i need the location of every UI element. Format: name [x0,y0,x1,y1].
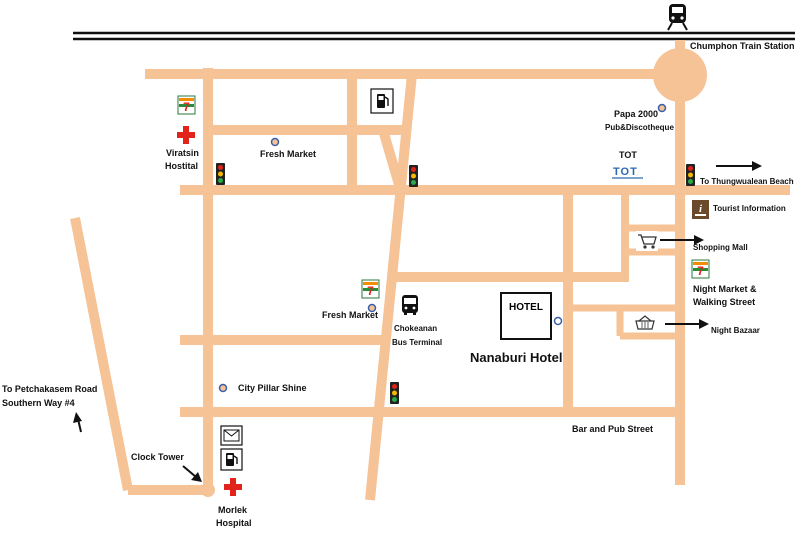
label-fresh-market-top: Fresh Market [260,149,317,159]
hotel-sign-text: HOTEL [509,302,543,313]
road-main-diagonal [365,73,417,501]
basket-icon [634,314,656,332]
label-tourist-information: Tourist Information [713,204,786,213]
arrows [73,161,762,482]
label-viratsin-2: Hostital [165,161,199,171]
traffic-light-icon [390,382,399,404]
traffic-light-icon [686,164,695,186]
label-night-market-2: Walking Street [693,297,756,307]
red-cross-icon [224,478,242,496]
arrow-to-clock-tower [182,465,197,478]
train-icon [667,4,688,31]
label-morlek-1: Morlek [218,505,248,515]
gas-station-icon [220,448,243,471]
seven-eleven-icon: 7 [691,259,710,279]
shopping-cart-icon [636,231,658,251]
label-night-market-1: Night Market & [693,284,757,294]
clock-tower-circle [201,483,215,497]
label-chokeanan-1: Chokeanan [394,324,438,333]
label-shopping-mall: Shopping Mall [693,243,748,252]
label-nanaburi-hotel: Nanaburi Hotel [470,350,563,365]
roads [70,40,790,501]
svg-text:7: 7 [697,264,704,278]
hotel-sign: HOTEL [500,292,552,340]
label-chumphon-train-station: Chumphon Train Station [690,41,795,51]
tot-logo: TOT [613,166,638,178]
label-chokeanan-2: Bus Terminal [392,338,443,347]
label-papa-2000: Papa 2000 [614,109,659,119]
svg-text:7: 7 [367,284,374,298]
gas-station-icon [370,88,394,114]
label-to-petchakasem-2: Southern Way #4 [2,398,75,408]
station-roundabout [653,48,707,102]
label-morlek-2: Hospital [216,518,252,528]
label-pub-discotheque: Pub&Discotheque [605,123,674,132]
landmark-dot-icon [218,383,228,393]
road-far-left-diagonal [70,217,133,491]
svg-text:7: 7 [183,100,190,114]
label-night-bazaar: Night Bazaar [711,326,760,335]
landmark-dot-icon [270,137,280,147]
label-city-pillar-shine: City Pillar Shine [238,383,307,393]
landmark-dot-icon [553,316,563,326]
label-fresh-market-mid: Fresh Market [322,310,379,320]
label-tot: TOT [619,150,637,160]
post-office-icon [220,425,243,446]
label-to-thungwualean-beach: To Thungwualean Beach [700,177,794,186]
info-icon: i [692,200,709,219]
svg-text:i: i [699,203,703,215]
traffic-light-icon [409,165,418,187]
railway [73,31,795,41]
landmark-dot-icon [657,103,667,113]
red-cross-icon [177,126,195,144]
seven-eleven-icon: 7 [177,95,196,115]
label-to-petchakasem-1: To Petchakasem Road [2,384,98,394]
label-bar-and-pub-street: Bar and Pub Street [572,424,654,434]
label-viratsin-1: Viratsin [166,148,199,158]
landmark-dot-icon [367,303,377,313]
seven-eleven-icon: 7 [361,279,380,299]
label-clock-tower: Clock Tower [131,452,184,462]
bus-icon [402,295,418,315]
traffic-light-icon [216,163,225,185]
